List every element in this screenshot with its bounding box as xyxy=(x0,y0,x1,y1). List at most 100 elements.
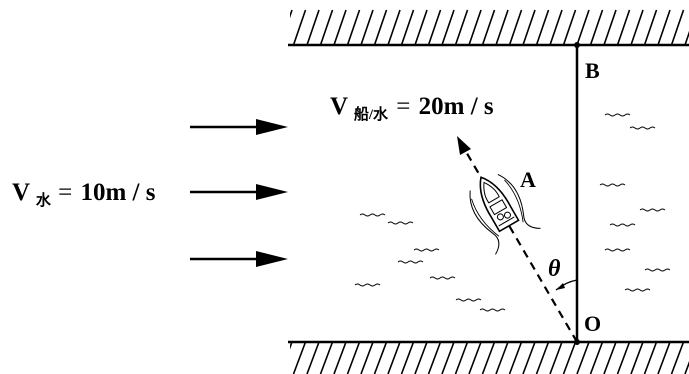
wave-mark xyxy=(397,260,424,264)
hatch-stroke xyxy=(562,9,577,46)
hatch-stroke xyxy=(346,343,360,374)
hatch-stroke xyxy=(643,343,657,374)
hatch-stroke xyxy=(495,343,509,374)
hatch-stroke xyxy=(468,343,482,374)
boat-velocity-label: V 船/水 = 20m / s xyxy=(330,93,494,125)
water-velocity-value: 10m / s xyxy=(80,179,155,206)
hatch-stroke xyxy=(319,9,334,46)
point-b-dot xyxy=(574,42,580,48)
wave-mark xyxy=(359,213,386,217)
hatch-stroke xyxy=(549,9,563,46)
hatch-stroke xyxy=(684,30,689,46)
flow-arrow xyxy=(190,119,288,135)
hatch-stroke xyxy=(427,9,442,46)
hatch-stroke xyxy=(333,9,347,46)
hatch-stroke xyxy=(290,9,293,19)
bottom-bank xyxy=(288,340,689,374)
wave-mark xyxy=(387,221,414,225)
wave-mark xyxy=(644,268,671,272)
hatch-stroke xyxy=(535,9,550,46)
wave-mark xyxy=(609,223,636,227)
hatch-stroke xyxy=(441,343,455,374)
hatch-stroke xyxy=(319,343,333,374)
hatch-stroke xyxy=(495,9,509,46)
water-velocity-symbol: V xyxy=(12,179,30,206)
wave-mark xyxy=(599,183,626,187)
hatch-stroke xyxy=(306,9,320,46)
hatch-stroke xyxy=(373,9,388,46)
hatch-stroke xyxy=(454,343,468,374)
flow-arrow xyxy=(190,184,288,200)
hatch-stroke xyxy=(670,343,684,374)
theta-arc-tip xyxy=(556,283,565,290)
hatch-stroke xyxy=(360,9,374,46)
hatch-stroke xyxy=(387,9,401,46)
hatch-stroke xyxy=(657,343,671,374)
wave-mark xyxy=(624,288,651,292)
hatch-stroke xyxy=(616,343,630,374)
hatch-stroke xyxy=(400,343,414,374)
hatch-stroke xyxy=(508,343,522,374)
top-bank-hatching xyxy=(290,9,689,46)
hatch-stroke xyxy=(346,9,361,46)
hatch-stroke xyxy=(481,9,496,46)
top-bank xyxy=(288,9,689,47)
bottom-bank-hatching xyxy=(290,343,689,374)
wave-mark xyxy=(455,298,482,302)
hatch-stroke xyxy=(522,343,536,374)
hatch-stroke xyxy=(589,343,603,374)
hatch-stroke xyxy=(535,343,549,374)
hatch-stroke xyxy=(616,9,631,46)
boat-velocity-subscript: 船/水 xyxy=(354,105,389,123)
hatch-stroke xyxy=(562,343,576,374)
hatch-stroke xyxy=(508,9,523,46)
water-velocity-equals: = xyxy=(58,179,72,206)
hatch-stroke xyxy=(684,361,689,374)
hatch-stroke xyxy=(360,343,374,374)
point-b-label: B xyxy=(585,58,600,83)
water-velocity-label: V 水 = 10m / s xyxy=(12,179,156,211)
boat-velocity-arrowhead xyxy=(457,136,471,155)
boat-velocity-symbol: V xyxy=(330,93,348,120)
wave-mark xyxy=(604,113,631,117)
water-waves xyxy=(354,113,671,312)
wave-mark xyxy=(429,276,456,280)
hatch-stroke xyxy=(670,9,685,46)
point-o-label: O xyxy=(584,311,601,336)
hatch-stroke xyxy=(414,343,428,374)
hatch-stroke xyxy=(306,343,320,374)
water-flow-arrows xyxy=(190,119,288,267)
hatch-stroke xyxy=(468,9,482,46)
hatch-stroke xyxy=(292,343,306,374)
wave-mark xyxy=(354,283,381,287)
hatch-stroke xyxy=(576,9,590,46)
hatch-stroke xyxy=(427,343,441,374)
hatch-stroke xyxy=(333,343,347,374)
boat-velocity-value: 20m / s xyxy=(419,93,494,120)
hatch-stroke xyxy=(603,9,617,46)
hatch-stroke xyxy=(373,343,387,374)
theta-label: θ xyxy=(548,256,561,282)
hatch-stroke xyxy=(549,343,563,374)
hatch-stroke xyxy=(387,343,401,374)
hatch-stroke xyxy=(400,9,415,46)
hatch-stroke xyxy=(643,9,658,46)
hatch-stroke xyxy=(589,9,604,46)
hatch-stroke xyxy=(441,9,455,46)
hatch-stroke xyxy=(454,9,469,46)
wave-mark xyxy=(629,126,656,130)
hatch-stroke xyxy=(576,343,590,374)
hatch-stroke xyxy=(290,343,293,350)
hatch-stroke xyxy=(522,9,536,46)
flow-arrow xyxy=(190,251,288,267)
wave-mark xyxy=(413,248,440,252)
hatch-stroke xyxy=(657,9,671,46)
hatch-stroke xyxy=(481,343,495,374)
hatch-stroke xyxy=(630,343,644,374)
hatch-stroke xyxy=(414,9,428,46)
hatch-stroke xyxy=(603,343,617,374)
wave-mark xyxy=(604,248,631,252)
wave-mark xyxy=(639,208,666,212)
hatch-stroke xyxy=(292,9,307,46)
